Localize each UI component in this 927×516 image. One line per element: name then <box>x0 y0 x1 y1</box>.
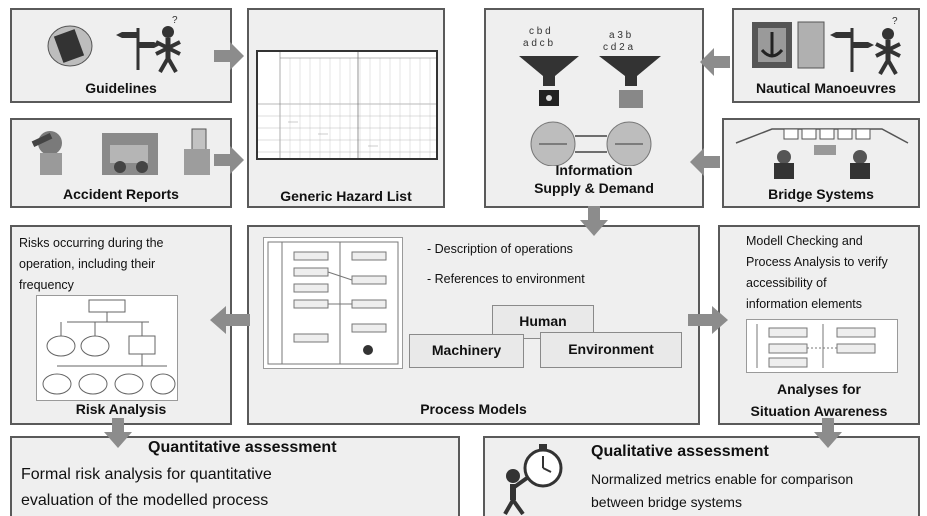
information-label-line1: Information <box>555 162 633 178</box>
risk-caption-line1: Risks occurring during the <box>19 236 164 250</box>
arrow-accidents-to-hazard <box>214 146 244 174</box>
risk-analysis-label: Risk Analysis <box>75 401 167 417</box>
arrow-information-to-process <box>580 206 608 236</box>
accident-images-icon <box>31 128 210 175</box>
fault-tree-thumbnail <box>36 295 178 401</box>
bridge-systems-box: Bridge Systems <box>722 118 920 208</box>
information-funnel-icon: c b d a d c b a 3 b c d 2 a <box>519 26 661 166</box>
svg-text:a 3 b: a 3 b <box>609 30 632 41</box>
svg-text:c d 2 a: c d 2 a <box>603 42 633 53</box>
guideline-signpost-icon: ? <box>47 15 181 73</box>
guidelines-box: ? Guidelines <box>10 8 232 103</box>
situation-diagram-thumbnail <box>746 319 898 373</box>
nautical-manoeuvres-label: Nautical Manoeuvres <box>755 80 897 96</box>
hazard-list-box: Generic Hazard List <box>247 8 445 208</box>
sa-caption-line1: Modell Checking and <box>746 234 863 248</box>
quantitative-line1: Formal risk analysis for quantitative <box>21 466 272 483</box>
accident-reports-label: Accident Reports <box>63 186 179 202</box>
quantitative-box: Quantitative assessment Formal risk anal… <box>10 436 460 516</box>
arrow-process-to-situation <box>688 306 728 334</box>
sa-caption-line4: information elements <box>746 297 863 311</box>
process-diagram-thumbnail <box>263 237 403 369</box>
svg-text:c b d: c b d <box>529 26 551 37</box>
arrow-bridge-to-information <box>690 148 720 176</box>
ship-bridge-icon <box>735 128 909 179</box>
environment-factor-box: Environment <box>540 332 682 368</box>
sa-caption-line3: accessibility of <box>746 276 827 290</box>
arrow-nautical-to-information <box>700 48 730 76</box>
svg-text:?: ? <box>172 15 178 26</box>
bridge-systems-label: Bridge Systems <box>768 186 874 202</box>
sa-label-line1: Analyses for <box>776 381 862 397</box>
process-models-box: - Description of operations - References… <box>247 225 700 425</box>
arrow-situation-to-qualitative <box>814 418 842 448</box>
svg-text:?: ? <box>892 16 898 27</box>
arrow-risk-to-quantitative <box>104 418 132 448</box>
process-bullet-1: - Description of operations <box>427 242 573 256</box>
qualitative-title: Qualitative assessment <box>591 443 769 460</box>
risk-analysis-box: Risks occurring during the operation, in… <box>10 225 232 425</box>
accident-reports-box: Accident Reports <box>10 118 232 208</box>
qualitative-line1: Normalized metrics enable for comparison <box>591 471 854 487</box>
anchor-and-signpost-icon: ? <box>752 16 901 75</box>
quantitative-line2: evaluation of the modelled process <box>21 492 269 509</box>
sa-caption-line2: Process Analysis to verify <box>746 255 888 269</box>
risk-caption-line3: frequency <box>19 278 74 292</box>
information-label-line2: Supply & Demand <box>534 180 654 196</box>
stopwatch-person-icon <box>503 444 563 516</box>
sa-label-line2: Situation Awareness <box>750 403 888 419</box>
arrow-guidelines-to-hazard <box>214 42 244 70</box>
hazard-list-label: Generic Hazard List <box>280 188 412 204</box>
qualitative-line2: between bridge systems <box>591 494 742 510</box>
guidelines-label: Guidelines <box>85 80 157 96</box>
quantitative-title: Quantitative assessment <box>148 439 337 456</box>
process-bullet-2: - References to environment <box>427 272 585 286</box>
risk-caption-line2: operation, including their <box>19 257 156 271</box>
machinery-factor-box: Machinery <box>409 334 524 368</box>
arrow-process-to-risk <box>210 306 250 334</box>
svg-text:a d c b: a d c b <box>523 38 553 49</box>
hazard-table-thumbnail <box>256 50 438 160</box>
process-models-label: Process Models <box>420 401 527 417</box>
nautical-manoeuvres-box: ? Nautical Manoeuvres <box>732 8 920 103</box>
situation-awareness-box: Modell Checking and Process Analysis to … <box>718 225 920 425</box>
qualitative-box: Qualitative assessment Normalized metric… <box>483 436 920 516</box>
information-box: c b d a d c b a 3 b c d 2 a Information … <box>484 8 704 208</box>
